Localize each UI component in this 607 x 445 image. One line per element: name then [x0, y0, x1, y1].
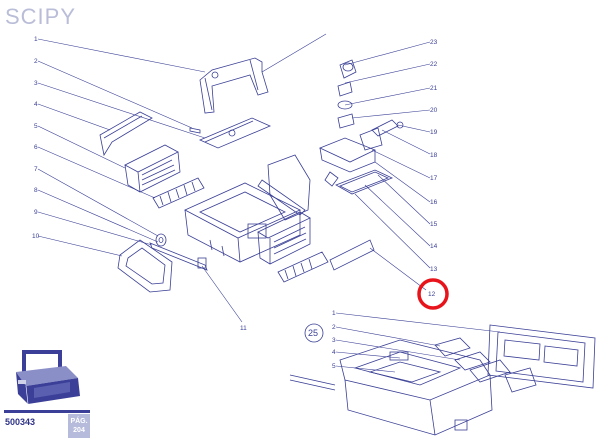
subassembly-label: 25	[308, 328, 318, 338]
part-motor-assembly	[318, 59, 404, 195]
callout-right-20: 20	[430, 107, 438, 114]
model-title: SCIPY	[5, 4, 77, 29]
part-brush-right	[277, 251, 329, 283]
part-handle	[199, 57, 269, 114]
part-connector	[197, 257, 207, 269]
subassembly-power-supply: 25	[289, 323, 596, 436]
callout-left-2: 2	[34, 58, 38, 65]
page-badge: PÁG. 204	[68, 414, 90, 438]
callout-left-3: 3	[34, 80, 38, 87]
leader-lines	[37, 33, 431, 323]
part-side-cover	[257, 154, 311, 221]
part-wheels	[149, 233, 208, 271]
footer-bar	[4, 410, 90, 413]
sub-callout-3: 3	[332, 337, 336, 344]
subassembly-callouts: 1 2 3 4 5	[332, 310, 336, 370]
callout-left-8: 8	[34, 187, 38, 194]
part-main-body	[184, 182, 301, 263]
left-callouts: 1 2 3 4 5 6 7 8 9 10 11	[32, 36, 247, 332]
part-brush-left	[152, 177, 205, 209]
callout-left-6: 6	[34, 144, 38, 151]
highlight-callout-12: 12	[417, 278, 449, 310]
product-thumbnail	[16, 350, 80, 405]
right-callouts: 23 22 21 20 19 18 17 16 15 14 13	[430, 39, 438, 273]
part-filter-right	[257, 211, 311, 265]
callout-bottom-11: 11	[240, 325, 247, 332]
part-top-plate	[198, 117, 272, 149]
sub-callout-5: 5	[332, 363, 336, 370]
callout-left-1: 1	[34, 36, 38, 43]
callout-left-7: 7	[34, 166, 38, 173]
part-flap	[99, 111, 153, 157]
callout-right-14: 14	[430, 243, 438, 250]
callout-highlighted-12: 12	[428, 291, 436, 298]
callout-left-9: 9	[34, 209, 38, 216]
sub-callout-1: 1	[332, 310, 336, 317]
callout-right-17: 17	[430, 175, 438, 182]
part-screw	[189, 127, 201, 134]
callout-left-4: 4	[34, 101, 38, 108]
callout-left-5: 5	[34, 123, 38, 130]
sub-callout-2: 2	[332, 324, 336, 331]
sub-callout-4: 4	[332, 349, 336, 356]
callout-right-19: 19	[430, 129, 438, 136]
page-label: PÁG.	[70, 418, 88, 425]
subassembly-leader-lines	[335, 312, 501, 373]
page-number: 204	[73, 427, 85, 434]
callout-right-21: 21	[430, 85, 438, 92]
callout-right-18: 18	[430, 152, 438, 159]
callout-right-13: 13	[430, 266, 438, 273]
part-bumper	[117, 239, 173, 293]
part-bottom-plate	[329, 239, 375, 271]
callout-right-23: 23	[430, 39, 438, 46]
product-code: 500343	[5, 417, 36, 427]
callout-right-15: 15	[430, 221, 438, 228]
callout-right-22: 22	[430, 61, 438, 68]
part-filter-left	[124, 144, 181, 193]
callout-right-16: 16	[430, 199, 438, 206]
callout-left-10: 10	[32, 233, 40, 240]
